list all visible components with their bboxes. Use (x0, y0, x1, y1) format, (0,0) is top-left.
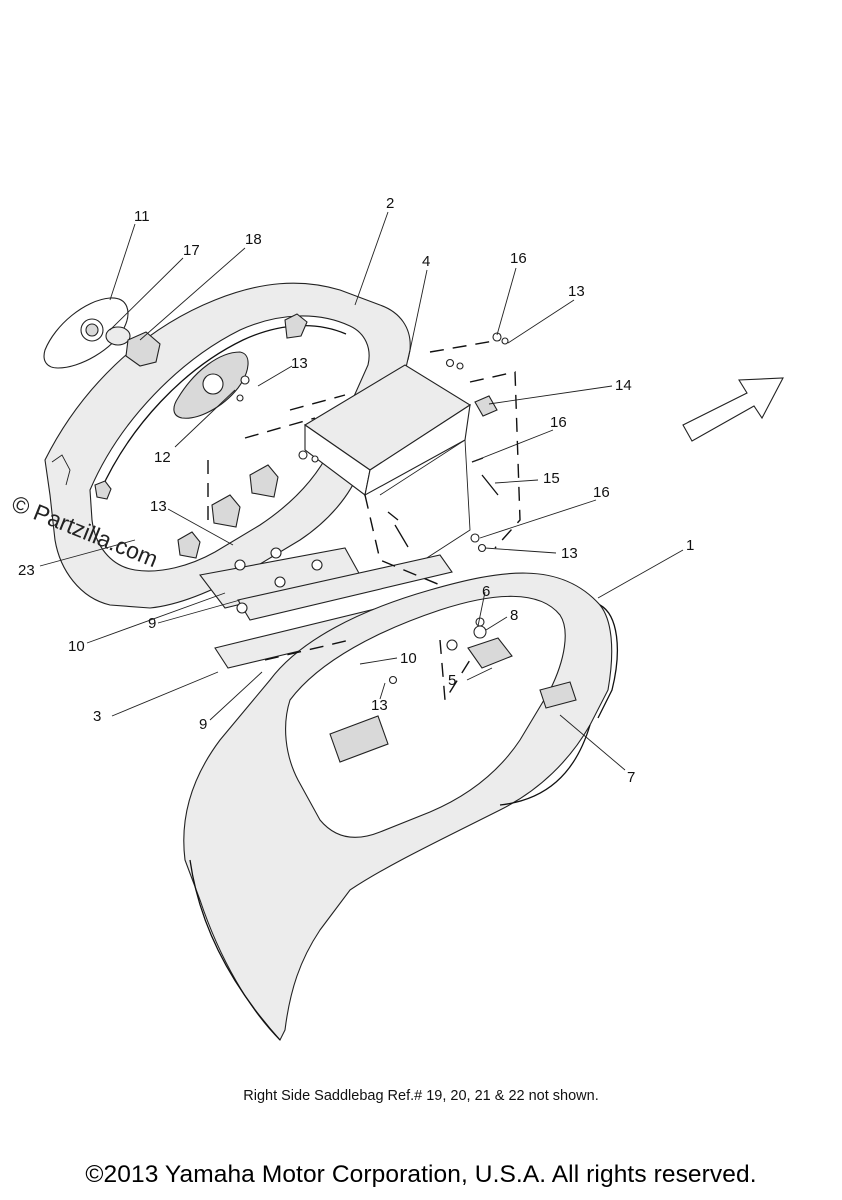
callout-13: 13 (568, 283, 585, 300)
callout-13: 13 (371, 697, 388, 714)
callout-2: 2 (386, 195, 394, 212)
callout-23: 23 (18, 562, 35, 579)
callout-13: 13 (561, 545, 578, 562)
copyright-notice: ©2013 Yamaha Motor Corporation, U.S.A. A… (85, 1161, 757, 1188)
inner-case (303, 364, 472, 586)
callout-8: 8 (510, 607, 518, 624)
callout-12: 12 (154, 449, 171, 466)
callout-10: 10 (68, 638, 85, 655)
front-direction-arrow-icon (682, 377, 784, 442)
callout-1: 1 (686, 537, 694, 554)
saddlebag-body (183, 572, 618, 1041)
callout-7: 7 (627, 769, 635, 786)
lock-assembly (43, 297, 161, 369)
fasteners (234, 332, 509, 685)
callout-13: 13 (291, 355, 308, 372)
callout-18: 18 (245, 231, 262, 248)
callout-14: 14 (615, 377, 632, 394)
callout-16: 16 (550, 414, 567, 431)
callout-9: 9 (148, 615, 156, 632)
leader-lines (39, 211, 684, 771)
assembly-guide-lines (207, 339, 521, 703)
callout-9: 9 (199, 716, 207, 733)
callout-5: 5 (448, 672, 456, 689)
callout-13: 13 (150, 498, 167, 515)
callout-15: 15 (543, 470, 560, 487)
diagram-caption: Right Side Saddlebag Ref.# 19, 20, 21 & … (243, 1088, 599, 1104)
callout-16: 16 (593, 484, 610, 501)
callout-6: 6 (482, 583, 490, 600)
callout-4: 4 (422, 253, 430, 270)
callout-3: 3 (93, 708, 101, 725)
callout-16: 16 (510, 250, 527, 267)
callout-11: 11 (134, 208, 150, 225)
part-callouts: 11 17 18 2 4 16 13 13 14 12 16 15 16 13 … (18, 195, 694, 786)
callout-17: 17 (183, 242, 200, 259)
callout-10: 10 (400, 650, 417, 667)
saddlebag-lid (44, 282, 411, 609)
